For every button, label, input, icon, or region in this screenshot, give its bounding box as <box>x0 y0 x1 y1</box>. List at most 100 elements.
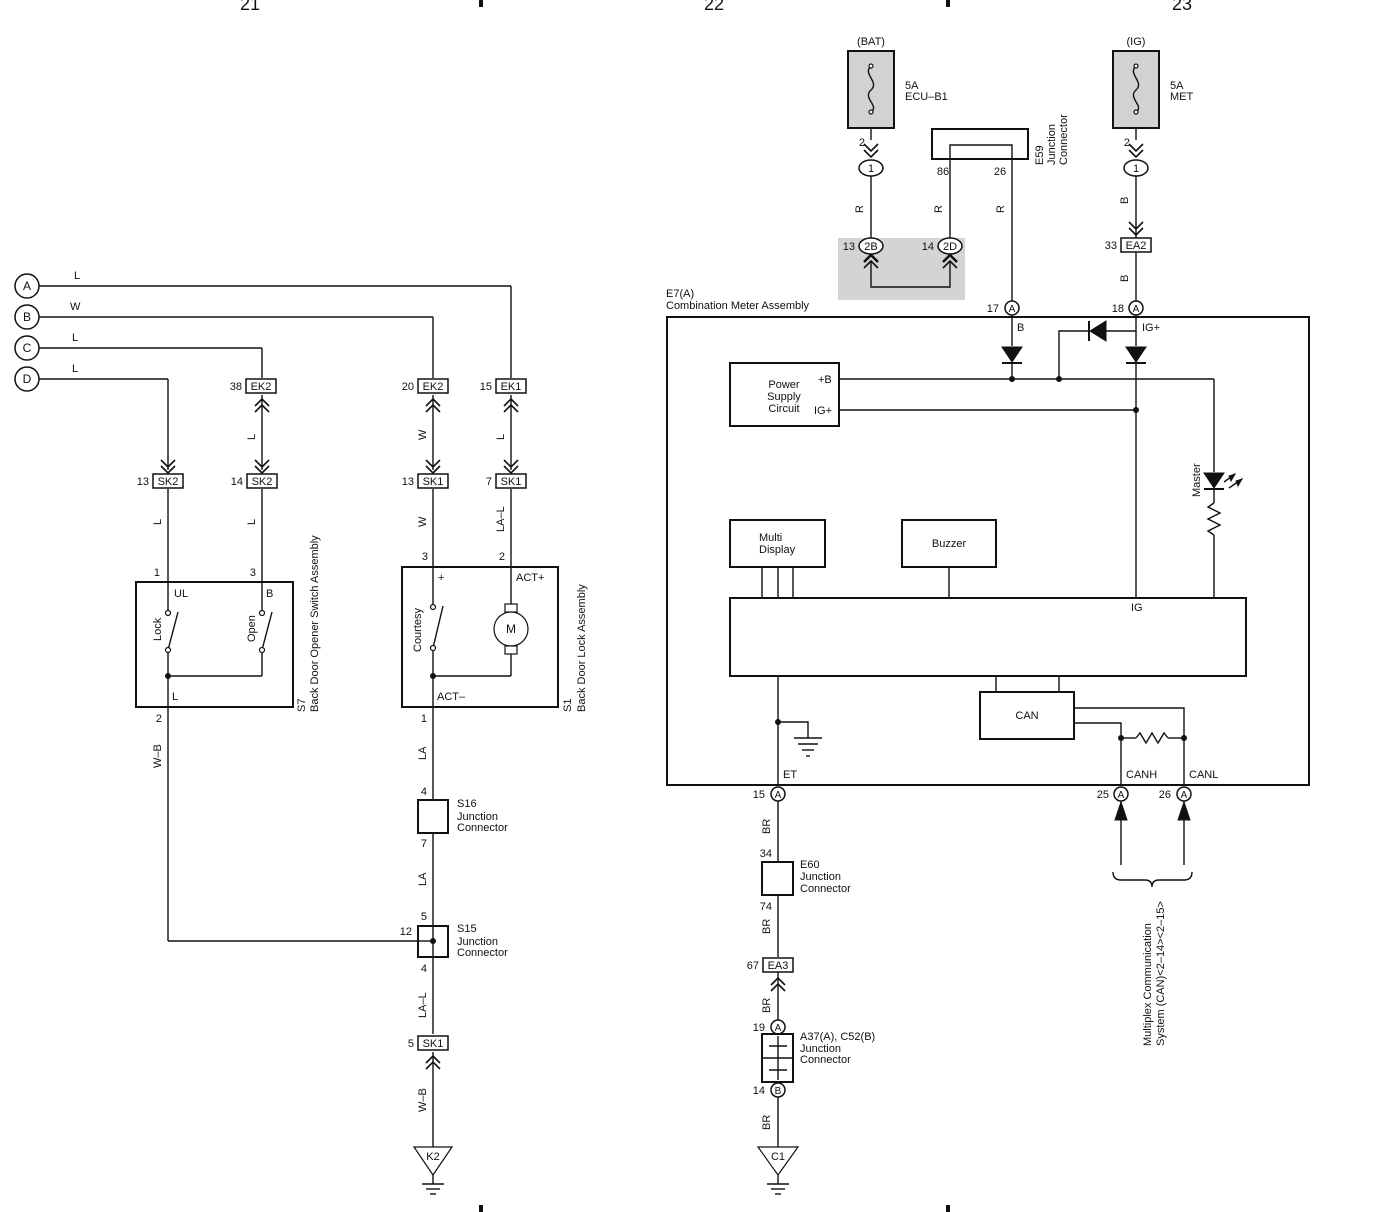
svg-text:A: A <box>1009 304 1016 315</box>
svg-text:A: A <box>23 279 31 293</box>
svg-text:86: 86 <box>937 166 949 178</box>
fuse-ecu-b1: (BAT) 5A ECU–B1 2 1 <box>847 36 948 177</box>
svg-text:Circuit: Circuit <box>768 403 799 415</box>
svg-text:26: 26 <box>994 166 1006 178</box>
svg-text:Junction: Junction <box>457 811 498 823</box>
svg-text:E59: E59 <box>1034 145 1046 165</box>
svg-text:2: 2 <box>859 137 865 149</box>
svg-text:2B: 2B <box>864 241 877 253</box>
connector-ea3: EA3 67 <box>747 957 794 992</box>
svg-text:5: 5 <box>421 911 427 923</box>
wire-color-k2: W–B <box>417 1088 429 1112</box>
svg-text:L: L <box>172 691 178 703</box>
svg-text:System (CAN)<2–14><2–15>: System (CAN)<2–14><2–15> <box>1155 901 1167 1046</box>
svg-text:CANH: CANH <box>1126 769 1157 781</box>
svg-text:Connector: Connector <box>457 947 508 959</box>
svg-text:CANL: CANL <box>1189 769 1218 781</box>
svg-text:14: 14 <box>922 241 934 253</box>
svg-text:Junction: Junction <box>800 871 841 883</box>
svg-text:+: + <box>438 572 444 584</box>
wire-color-et-4: BR <box>761 1115 773 1130</box>
svg-text:S7: S7 <box>296 699 308 712</box>
page-number-21: 21 <box>240 0 260 14</box>
svg-text:15: 15 <box>480 381 492 393</box>
ground-c1: C1 <box>756 1146 800 1195</box>
page-number-23: 23 <box>1172 0 1192 14</box>
svg-text:18: 18 <box>1112 303 1124 315</box>
svg-text:UL: UL <box>174 588 188 600</box>
svg-text:W: W <box>417 429 429 440</box>
connector-sk1-13: SK1 13 <box>402 473 449 489</box>
terminal-c: C L <box>14 332 262 361</box>
fuse-met: (IG) 5A MET 2 1 <box>1112 36 1194 177</box>
svg-text:B: B <box>775 1086 782 1097</box>
svg-text:(IG): (IG) <box>1127 36 1146 48</box>
svg-text:5: 5 <box>408 1038 414 1050</box>
svg-text:SK2: SK2 <box>252 476 273 488</box>
svg-text:20: 20 <box>402 381 414 393</box>
svg-text:33: 33 <box>1105 240 1117 252</box>
svg-text:Junction: Junction <box>800 1043 841 1055</box>
svg-text:E60: E60 <box>800 859 820 871</box>
svg-text:C1: C1 <box>771 1151 785 1163</box>
connector-2b-2d-block: 2B 13 2D 14 <box>838 237 965 300</box>
e60-junction-connector: 34 74 E60 Junction Connector <box>760 848 851 913</box>
wire-color-et-3: BR <box>761 998 773 1013</box>
svg-text:Junction: Junction <box>457 936 498 948</box>
svg-text:1: 1 <box>868 163 874 175</box>
svg-text:19: 19 <box>753 1022 765 1034</box>
svg-text:ACT+: ACT+ <box>516 572 544 584</box>
svg-text:ET: ET <box>783 769 797 781</box>
svg-text:13: 13 <box>402 476 414 488</box>
svg-text:2D: 2D <box>943 241 957 253</box>
connector-sk1-7: SK1 7 <box>486 473 527 489</box>
wire-color-s15-out: LA–L <box>417 992 429 1018</box>
svg-text:EA3: EA3 <box>768 960 789 972</box>
terminal-b: B W <box>14 301 433 330</box>
svg-text:Back Door Opener Switch Assemb: Back Door Opener Switch Assembly <box>309 535 321 712</box>
a37-c52-junction-connector: A 19 B 14 A37(A), C52(B) Junction Connec… <box>753 1019 875 1098</box>
connector-ek1-15: EK1 15 L <box>480 378 527 475</box>
page-number-22: 22 <box>704 0 724 14</box>
svg-text:Multi: Multi <box>759 532 782 544</box>
svg-text:B: B <box>1017 322 1024 334</box>
svg-text:2: 2 <box>1124 137 1130 149</box>
chevrons-d <box>160 459 176 475</box>
svg-text:EK2: EK2 <box>423 381 444 393</box>
wire-color-ig-bot: B <box>1119 275 1131 282</box>
svg-text:A: A <box>775 1023 782 1034</box>
svg-text:1: 1 <box>421 713 427 725</box>
terminal-a: A L <box>14 270 511 299</box>
wire-color-ig-top: B <box>1119 197 1131 204</box>
wire-color-et-2: BR <box>761 919 773 934</box>
wire-color-a: L <box>74 270 80 282</box>
svg-text:A: A <box>1133 304 1140 315</box>
svg-text:5A: 5A <box>1170 80 1184 92</box>
svg-text:Connector: Connector <box>457 822 508 834</box>
wire-color-b: W <box>70 301 81 313</box>
connector-sk2-14: SK2 14 <box>231 473 278 489</box>
svg-text:SK1: SK1 <box>501 476 522 488</box>
wire-color-s7-left: L <box>152 519 164 525</box>
wire-color-e59-right: R <box>995 205 1007 213</box>
page-tick-marks <box>479 0 950 1212</box>
svg-text:D: D <box>23 372 32 386</box>
svg-text:2: 2 <box>156 713 162 725</box>
svg-text:SK1: SK1 <box>423 476 444 488</box>
svg-text:A: A <box>775 790 782 801</box>
svg-text:67: 67 <box>747 960 759 972</box>
e7-combination-meter: E7(A) Combination Meter Assembly A 17 B … <box>666 288 1310 802</box>
wire-color-d: L <box>72 363 78 375</box>
svg-text:+B: +B <box>818 374 832 386</box>
s16-junction-connector: 4 7 S16 Junction Connector <box>417 786 508 850</box>
svg-text:17: 17 <box>987 303 999 315</box>
svg-text:E7(A): E7(A) <box>666 288 694 300</box>
svg-text:Back Door Lock Assembly: Back Door Lock Assembly <box>576 584 588 712</box>
svg-text:K2: K2 <box>426 1151 439 1163</box>
svg-text:IG+: IG+ <box>814 405 832 417</box>
svg-text:IG: IG <box>1131 602 1143 614</box>
connector-ek2-20: EK2 20 W <box>402 378 449 475</box>
svg-text:A37(A), C52(B): A37(A), C52(B) <box>800 1031 875 1043</box>
svg-text:14: 14 <box>753 1085 765 1097</box>
